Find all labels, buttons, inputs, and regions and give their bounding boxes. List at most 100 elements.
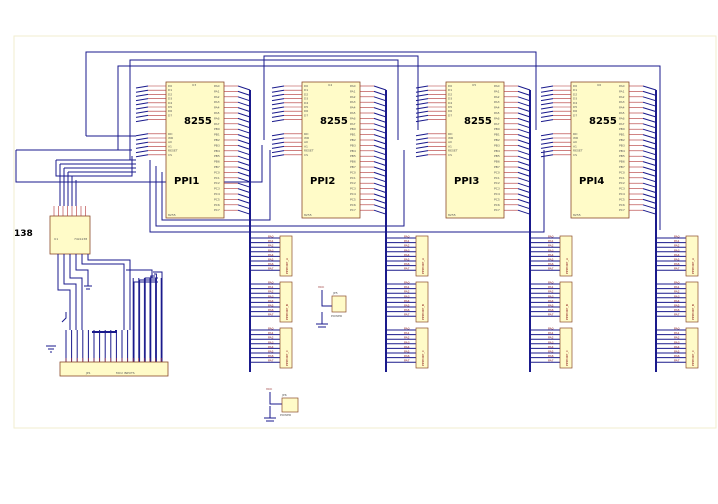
ppi-left-pin-label: D4 [304,101,308,105]
power-header-2 [281,397,299,413]
header-pin-label: PA6 [404,308,410,312]
ppi-part-label: 8255 [464,116,492,127]
ppi-left-wire [271,110,285,114]
header-pin-label: PA7 [268,359,274,363]
ppi-left-pin-label: D2 [304,92,308,96]
svg-text:VCC: VCC [266,387,272,391]
ppi-2: U48255PPI28255D0D1D2D3D4D5D6D7RDWRA0A1RE… [271,81,387,219]
header-body [279,281,293,323]
header-pin-label: PA6 [268,308,274,312]
ppi-right-pin-label: PC4 [214,192,220,196]
ppi-right-pin-label: PA4 [494,106,500,110]
ppi-right-pin-label: PA6 [214,116,220,120]
header-pin-label: PA3 [548,340,554,344]
header-pin-label: PA0 [674,235,680,239]
ppi-left-wire [271,150,285,154]
ppi-right-wire [373,188,387,194]
header-body [559,327,573,369]
ppi-right-wire [517,204,531,210]
ppi-left-wire [135,110,149,114]
ppi-right-wire [373,204,387,210]
header-pin-label: PA7 [404,313,410,317]
header-body [559,281,573,323]
ppi-right-wire [237,85,251,91]
ppi-right-wire [237,166,251,172]
ppi-right-wire [237,150,251,156]
ppi-left-wire [415,119,429,123]
header-body [279,327,293,369]
ppi-right-wire [237,128,251,134]
ppi-right-wire [517,171,531,177]
ppi-left-pin-label: D2 [448,92,452,96]
ppi-right-pin-label: PA7 [494,122,500,126]
ppi-right-wire [642,107,657,113]
ppi-right-wire [373,139,387,145]
header-pin-label: PA0 [404,327,410,331]
ppi-right-pin-label: PA7 [350,122,356,126]
ppi-right-wire [517,128,531,134]
ppi-right-pin-label: PB4 [619,149,625,153]
ppi-right-wire [517,112,531,118]
ppi-left-wire [271,89,285,93]
header-body [685,235,699,277]
header-pin-label: PA7 [548,359,554,363]
svg-text:POWER: POWER [280,413,291,417]
ppi-right-pin-label: PA3 [350,100,356,104]
ppi-left-wire [415,154,429,158]
ppi-left-pin-label: A0 [168,140,172,144]
ppi-right-wire [517,150,531,156]
decoder-designator: U1 [54,237,58,241]
ppi-right-wire [517,144,531,150]
ppi-right-wire [517,90,531,96]
svg-text:JP6: JP6 [281,393,287,397]
decoder-body [49,215,91,255]
decoder-label: 138 [14,229,33,239]
header-pin-label: PA6 [268,354,274,358]
ppi-left-wire [271,133,285,137]
ppi-right-wire [517,182,531,188]
connector-body [59,361,169,377]
ppi-left-wire [540,114,554,118]
ppi-right-wire [237,161,251,167]
ppi-left-wire [135,154,149,158]
ppi-left-wire [271,141,285,145]
ppi-left-pin-label: RESET [448,149,458,153]
ppi-right-wire [642,177,657,183]
ppi-left-wire [135,106,149,110]
ppi-left-pin-label: A0 [304,140,308,144]
ppi-name-label: PPI4 [579,176,604,187]
ppi-right-wire [373,117,387,123]
ppi-right-pin-label: PC3 [214,187,220,191]
header-pin-label: PA5 [674,304,680,308]
header-pin-label: PA4 [404,253,410,257]
ppi-right-wire [642,139,657,145]
ppi-right-wire [237,96,251,102]
header-pin-label: PA1 [548,285,554,289]
ppi-right-wire [373,166,387,172]
ppi-left-wire [271,98,285,102]
ppi-left-pin-label: D7 [168,113,172,117]
ppi-designator: U4 [328,83,332,87]
ppi-right-pin-label: PC6 [214,203,220,207]
header-pin-label: PA4 [404,345,410,349]
ppi-right-pin-label: PB2 [494,138,500,142]
ppi-part-label: 8255 [320,116,348,127]
ppi-left-wire [271,102,285,106]
ppi-right-wire [237,155,251,161]
ppi-left-wire [415,85,429,89]
connector-wire [133,281,158,362]
ppi-right-wire [642,96,657,102]
ppi-right-pin-label: PA3 [619,100,625,104]
ppi-right-pin-label: PC6 [619,203,625,207]
ppi-left-pin-label: RD [573,132,578,136]
header-body [559,235,573,277]
header-pin-label: PA3 [404,340,410,344]
ppi-right-pin-label: PA1 [350,89,356,93]
ppi-right-wire [517,209,531,215]
ppi-right-pin-label: PB4 [494,149,500,153]
ppi-footer: 8255 [304,213,312,217]
ppi-left-wire [540,154,554,158]
ppi-right-pin-label: PA6 [619,116,625,120]
